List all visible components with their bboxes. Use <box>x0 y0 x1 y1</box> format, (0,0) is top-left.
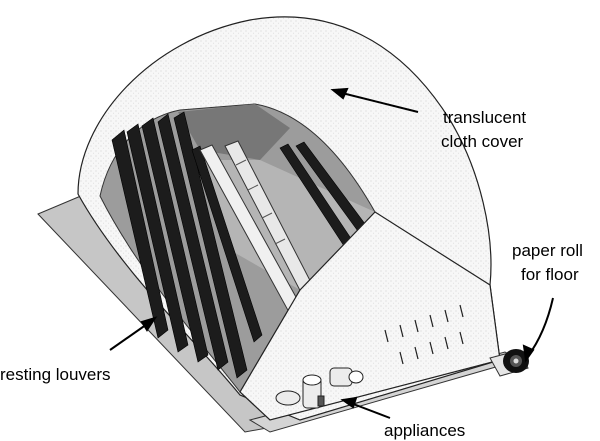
leader-arrows <box>109 87 554 419</box>
cover-front-panel <box>239 211 501 421</box>
louvers-label: resting louvers <box>0 365 111 384</box>
appliances-label: appliances <box>384 421 465 440</box>
vent-slits <box>384 304 464 365</box>
cover-label-line2: cloth cover <box>441 132 524 151</box>
appliance-fittings <box>275 367 364 409</box>
interior-back-wall <box>178 104 290 160</box>
roll-label-line1: paper roll <box>512 241 583 260</box>
roll-label-line2: for floor <box>521 265 579 284</box>
paper-roll <box>489 349 529 377</box>
resting-louvers <box>111 111 369 379</box>
cover-label-line1: translucent <box>443 108 526 127</box>
